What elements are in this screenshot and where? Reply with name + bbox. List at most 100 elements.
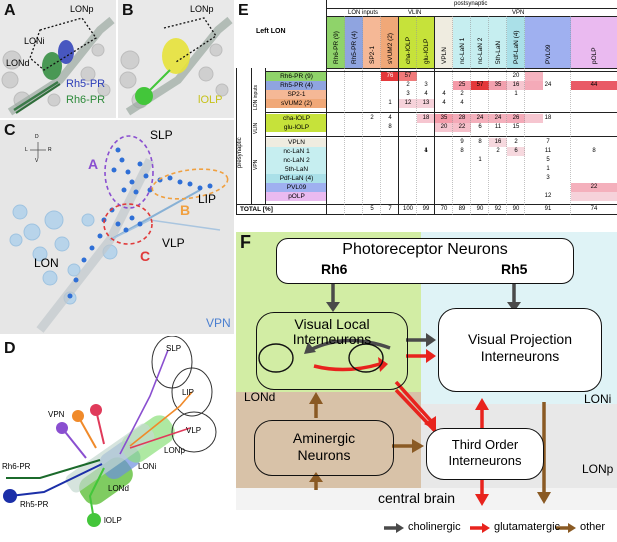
panel-a: A LONp LONi LONd Rh5-PR Rh6-PR <box>0 0 116 118</box>
row-label: sVUM2 (2) <box>280 100 313 107</box>
table-cell: 12 <box>544 193 552 199</box>
table-cell: 57 <box>404 73 412 79</box>
vlp-label: VLP <box>186 426 202 435</box>
table-cell: 24 <box>544 82 552 88</box>
table-cell: 3 <box>406 91 410 97</box>
table-cell: 22 <box>590 184 598 190</box>
loni-label: LONi <box>584 392 612 406</box>
table-cell: 20 <box>512 73 520 79</box>
presynaptic-label: presynaptic <box>237 137 243 168</box>
rh5-label: Rh5-PR <box>20 500 49 509</box>
column-header: Rh6-PR (9) <box>333 31 340 64</box>
table-cell: 4 <box>442 91 446 97</box>
panel-b-letter: B <box>122 2 134 19</box>
table-cell: 9 <box>460 139 464 145</box>
table-cell: 13 <box>422 100 430 106</box>
rh6-label: Rh6 <box>321 261 348 277</box>
table-cell: 2 <box>514 139 518 145</box>
column-header: cha-lOLP <box>405 36 412 64</box>
table-cell: 4 <box>388 115 392 121</box>
vli-title: Visual Local Interneurons <box>292 316 372 347</box>
table-cell: 18 <box>422 115 430 121</box>
table-cell: 26 <box>512 115 520 121</box>
table-cell: 16 <box>494 139 502 145</box>
loni-label: LONi <box>24 36 45 46</box>
table-cell: 8 <box>478 139 482 145</box>
row-label: Rh6-PR (9) <box>280 73 313 80</box>
total-cell: 100 <box>402 206 413 212</box>
total-cell: 70 <box>440 206 448 212</box>
vlin-row-group: VLIN <box>253 122 259 134</box>
table-cell: 8 <box>592 148 596 154</box>
table-cell: 18 <box>544 115 552 121</box>
panel-a-image <box>1 16 115 116</box>
table-cell: 2 <box>370 115 374 121</box>
row-label: 5th-LaN <box>284 166 309 173</box>
table-cell: 16 <box>512 82 520 88</box>
panel-b: B LONp lOLP <box>118 0 234 118</box>
table-cell: 25 <box>458 82 466 88</box>
table-cell: 6 <box>478 124 482 130</box>
cluster-b-label: B <box>180 202 191 218</box>
table-cell: 8 <box>460 148 464 154</box>
iolp-label: lOLP <box>198 94 223 106</box>
lond-label: LONd <box>6 58 30 68</box>
legend-glutamatergic: glutamatergic <box>494 521 561 533</box>
vpn-row-group: VPN <box>253 159 259 170</box>
panel-c-letter: C <box>4 122 16 139</box>
cluster-c-label: C <box>140 248 151 264</box>
loni-label: LONi <box>138 462 157 471</box>
table-cell: 6 <box>514 148 518 154</box>
table-cell: 12 <box>404 100 412 106</box>
table-cell: 1 <box>424 148 428 154</box>
vlp-label: VLP <box>162 236 185 250</box>
vlin-col-group: VLIN <box>408 10 422 16</box>
total-cell: 5 <box>370 206 374 212</box>
table-cell: 35 <box>494 82 502 88</box>
vpn-label: VPN <box>48 410 65 419</box>
column-header: 5th-LaN <box>495 40 502 64</box>
total-cell: 7 <box>388 206 392 212</box>
vpn-col-group: VPN <box>512 10 525 16</box>
panel-f-letter: F <box>240 232 251 252</box>
postsynaptic-header: postsynaptic <box>454 1 488 7</box>
lon-inputs-row-group: LON inputs <box>253 84 259 110</box>
column-header: nc-LaN 1 <box>459 37 466 64</box>
table-cell: 35 <box>440 115 448 121</box>
left-lon-title: Left LON <box>256 28 286 35</box>
total-label: TOTAL [%] <box>240 206 273 213</box>
aminergic-neurons-box: Aminergic Neurons <box>254 420 394 476</box>
table-cell: 28 <box>458 115 466 121</box>
table-cell: 76 <box>386 73 394 79</box>
row-label: cha-lOLP <box>282 115 311 122</box>
total-cell: 90 <box>512 206 520 212</box>
table-cell: 2 <box>496 148 500 154</box>
panel-e-letter: E <box>238 2 249 19</box>
third-order-interneurons-box: Third Order Interneurons <box>426 428 544 480</box>
row-label: Rh5-PR (4) <box>280 82 313 89</box>
table-cell: 3 <box>546 175 550 181</box>
lonp-label: LONp <box>164 446 185 455</box>
lond-label: LONd <box>244 390 276 404</box>
column-header: SP2-1 <box>369 45 376 64</box>
slp-label: SLP <box>150 128 173 142</box>
table-cell: 57 <box>476 82 484 88</box>
column-header: Rh5-PR (4) <box>351 31 358 64</box>
table-cell: 8 <box>388 124 392 130</box>
table-cell: 11 <box>494 124 502 130</box>
vpi-title: Visual Projection Interneurons <box>467 331 573 364</box>
third-order-title: Third Order Interneurons <box>448 437 522 468</box>
table-cell: 4 <box>460 100 464 106</box>
row-label: glu-lOLP <box>283 124 310 131</box>
column-header: pOLP <box>591 47 598 64</box>
table-cell: 2 <box>406 82 410 88</box>
slp-label: SLP <box>166 344 182 353</box>
table-cell: 4 <box>442 100 446 106</box>
visual-projection-interneurons-box: Visual Projection Interneurons <box>438 308 602 392</box>
panel-a-letter: A <box>4 2 16 19</box>
total-cell: 92 <box>494 206 502 212</box>
photoreceptor-box: Photoreceptor Neurons Rh6 Rh5 <box>276 238 574 284</box>
table-cell: 15 <box>512 124 520 130</box>
legend-cholinergic: cholinergic <box>408 521 461 533</box>
lond-label: LONd <box>108 484 129 493</box>
